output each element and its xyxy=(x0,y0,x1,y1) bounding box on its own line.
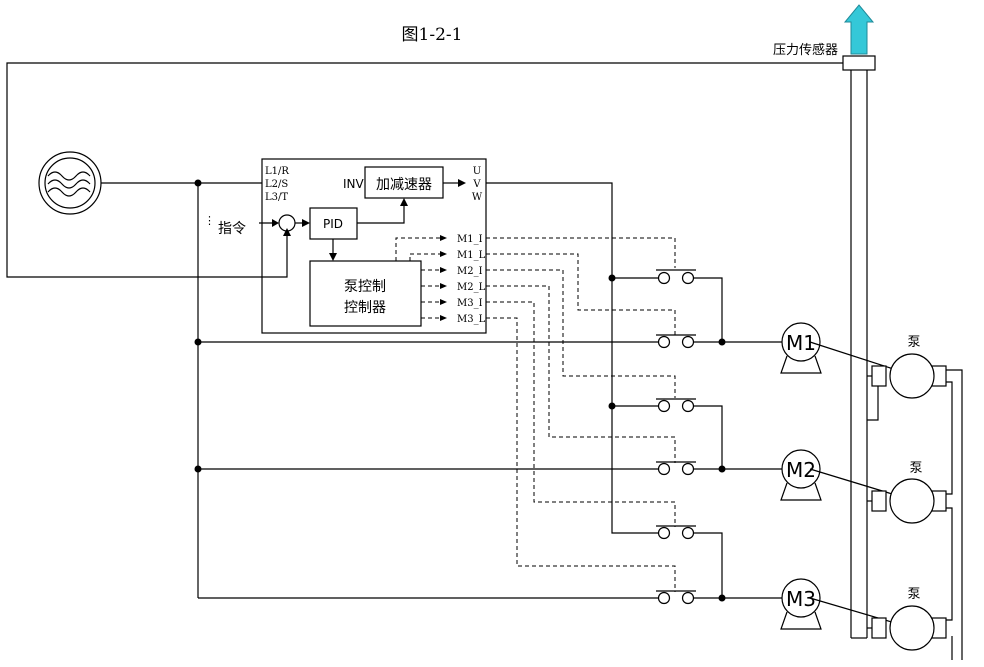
pump-1-icon xyxy=(867,353,963,660)
contactor-1 xyxy=(656,269,696,285)
terminal-v: V xyxy=(472,179,481,190)
pump-3-icon xyxy=(867,605,953,660)
output-m2-l: M2_L xyxy=(457,282,486,293)
inverter-box xyxy=(261,158,487,334)
pump-controller-box xyxy=(309,260,422,327)
pump-controller-line1: 泵控制 xyxy=(344,279,386,295)
motor-1-label: M1 xyxy=(786,331,816,355)
pump-controller-line2: 控制器 xyxy=(344,300,386,316)
control-lines xyxy=(486,237,676,592)
output-m3-l: M3_L xyxy=(457,314,486,325)
controller-outputs xyxy=(395,235,447,321)
main-pipe xyxy=(850,70,868,639)
accel-decel-label: 加减速器 xyxy=(376,177,432,193)
motor-feed-lines xyxy=(694,277,782,602)
sensor-arrow-icon xyxy=(843,4,875,55)
terminal-u: U xyxy=(473,166,481,177)
motor-1-icon xyxy=(780,322,822,374)
pump-3-label: 泵 xyxy=(907,587,920,602)
contactor-3 xyxy=(656,398,696,413)
output-m1-l: M1_L xyxy=(457,250,486,261)
contactor-5 xyxy=(656,525,696,540)
inverter-branch xyxy=(608,274,658,410)
command-mark: ⋮ xyxy=(204,214,215,227)
inverter-output-line xyxy=(486,182,658,534)
terminal-l2: L2/S xyxy=(265,179,288,190)
contactor-4 xyxy=(656,461,696,476)
output-m3-i: M3_I xyxy=(457,298,483,309)
pump-2-icon xyxy=(867,478,953,621)
motor-3-label: M3 xyxy=(786,587,816,611)
output-m1-i: M1_I xyxy=(457,234,483,245)
terminal-l1: L1/R xyxy=(265,166,289,177)
feedback-line xyxy=(6,62,843,278)
contactor-2 xyxy=(656,334,696,349)
motor-2-label: M2 xyxy=(786,458,816,482)
power-bus xyxy=(101,179,658,599)
terminal-l3: L3/T xyxy=(265,192,288,203)
figure-title: 图1-2-1 xyxy=(402,25,463,45)
contactor-6 xyxy=(656,590,696,605)
command-label: 指令 xyxy=(218,221,246,237)
pump-2-label: 泵 xyxy=(909,461,922,476)
pump-1-label: 泵 xyxy=(907,335,920,350)
inverter-label: INV xyxy=(343,177,365,191)
ac-source-icon xyxy=(38,151,102,215)
output-m2-i: M2_I xyxy=(457,266,483,277)
motor-3-icon xyxy=(780,578,822,630)
pressure-sensor-label: 压力传感器 xyxy=(773,42,838,58)
motor-2-icon xyxy=(780,449,822,501)
pressure-sensor-body xyxy=(842,55,876,71)
pid-label: PID xyxy=(323,217,343,231)
terminal-w: W xyxy=(472,192,483,203)
